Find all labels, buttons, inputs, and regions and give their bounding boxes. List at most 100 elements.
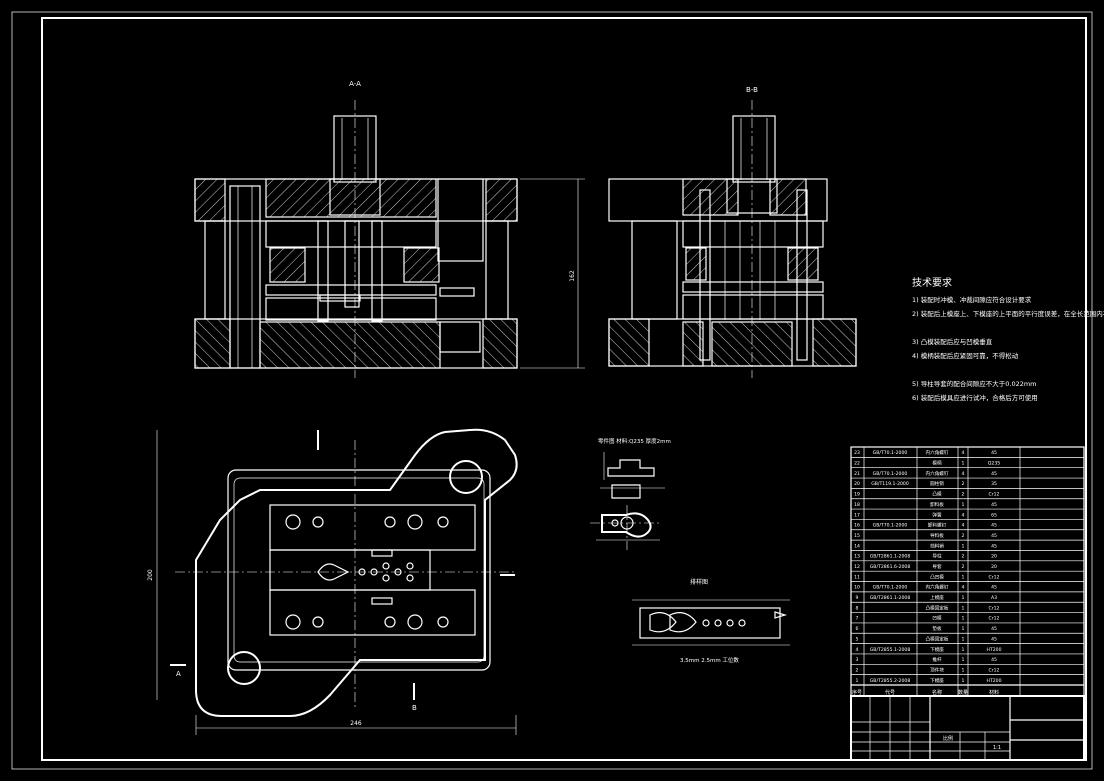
bom-cell-no: 12 — [854, 564, 860, 570]
bom-cell-mat: 45 — [991, 585, 997, 591]
dim-depth: 200 — [147, 569, 154, 581]
bom-cell-qty: 2 — [962, 481, 965, 487]
bom-cell-qty: 1 — [962, 543, 965, 549]
bom-cell-qty: 4 — [962, 450, 965, 456]
bom-cell-no: 22 — [854, 461, 860, 467]
bom-header-mat: 材料 — [989, 689, 999, 696]
bom-cell-code: GB/T70.1-2000 — [873, 585, 908, 591]
tech-req-5: 5) 导柱导套的配合间隙应不大于0.022mm — [912, 379, 1037, 388]
bom-cell-name: 下模座 — [930, 677, 944, 684]
plan-view: 200 246 — [147, 428, 518, 735]
title-block: 比例 1:1 — [850, 695, 1085, 761]
bom-cell-no: 20 — [854, 481, 860, 487]
section-a-label: A-A — [349, 80, 361, 88]
bom-cell-mat: HT200 — [986, 647, 1001, 653]
bom-header-name: 名称 — [932, 689, 942, 696]
bom-cell-name: 模柄 — [932, 460, 942, 467]
bom-cell-no: 16 — [854, 523, 860, 529]
bom-cell-no: 21 — [854, 471, 860, 477]
tech-req-3: 3) 凸模装配后应与凹模垂直 — [912, 337, 993, 346]
tech-req-4: 4) 模柄装配后应紧固可靠，不得松动 — [912, 351, 1019, 360]
bom-cell-mat: 65 — [991, 512, 997, 518]
bom-cell-code: GB/T70.1-2000 — [873, 523, 908, 529]
tech-req-1: 1) 装配时冲模、冲裁间隙应符合设计要求 — [912, 295, 1032, 304]
bom-cell-qty: 4 — [962, 585, 965, 591]
tech-requirements-title: 技术要求 — [912, 276, 952, 289]
bom-cell-mat: A3 — [991, 595, 997, 601]
bom-cell-qty: 2 — [962, 564, 965, 570]
bom-cell-qty: 1 — [962, 647, 965, 653]
tech-req-2: 2) 装配后上模座上、下模座的上平面的平行度误差，在全长范围内不大于0.05mm — [912, 309, 1104, 318]
sheet-border — [11, 11, 1093, 770]
bom-cell-no: 14 — [854, 543, 860, 549]
bom-header-code: 代号 — [885, 689, 895, 696]
bom-cell-code: GB/T2855.1-2008 — [870, 647, 911, 653]
bom-cell-mat: 45 — [991, 533, 997, 539]
bom-cell-qty: 1 — [962, 636, 965, 642]
bom-cell-name: 凹模 — [932, 615, 942, 622]
bom-cell-name: 垫板 — [932, 625, 942, 632]
bom-cell-code: GB/T70.1-2000 — [873, 471, 908, 477]
bom-cell-mat: Cr12 — [989, 667, 1000, 673]
bom-cell-mat: 45 — [991, 657, 997, 663]
bom-cell-no: 11 — [854, 574, 860, 580]
bom-cell-mat: Cr12 — [989, 492, 1000, 498]
bom-cell-qty: 4 — [962, 512, 965, 518]
bom-cell-mat: Cr12 — [989, 616, 1000, 622]
bom-cell-qty: 2 — [962, 554, 965, 560]
bom-cell-qty: 2 — [962, 492, 965, 498]
bom-cell-no: 1 — [856, 678, 859, 684]
scale-value: 1:1 — [993, 745, 1001, 751]
bom-cell-no: 3 — [856, 657, 859, 663]
bom-cell-qty: 1 — [962, 574, 965, 580]
bom-cell-name: 凸凹模 — [930, 573, 944, 580]
bom-cell-name: 下模座 — [930, 646, 944, 653]
bom-cell-name: 内六角螺钉 — [926, 584, 949, 591]
section-view-b: B-B — [608, 86, 857, 378]
bom-header-no: 序号 — [852, 689, 862, 696]
bom-cell-name: 内六角螺钉 — [926, 470, 949, 477]
strip-layout: 排样图 3.5mm 2.5mm 工位数 — [632, 578, 790, 664]
bom-cell-name: 凸模 — [932, 491, 942, 498]
bom-cell-code: GB/T2855.2-2008 — [870, 678, 911, 684]
bom-cell-qty: 1 — [962, 667, 965, 673]
bom-cell-name: 凸模固定板 — [926, 604, 949, 611]
bom-cell-no: 6 — [856, 626, 859, 632]
bom-cell-no: 4 — [856, 647, 859, 653]
bom-cell-name: 上模座 — [930, 594, 944, 601]
bom-cell-no: 23 — [854, 450, 860, 456]
view-b-marker: B — [412, 704, 417, 712]
bom-cell-mat: 45 — [991, 502, 997, 508]
bom-cell-no: 13 — [854, 554, 860, 560]
bom-cell-qty: 1 — [962, 502, 965, 508]
bom-cell-no: 2 — [856, 667, 859, 673]
bom-cell-no: 15 — [854, 533, 860, 539]
bom-cell-name: 卸料螺钉 — [928, 522, 947, 529]
bom-cell-name: 导料板 — [930, 532, 944, 539]
bom-cell-qty: 2 — [962, 533, 965, 539]
bom-cell-qty: 1 — [962, 605, 965, 611]
bom-cell-code: GB/T119.1-2000 — [871, 481, 909, 487]
bom-cell-code: GB/T2861.1-2008 — [870, 554, 911, 560]
tech-requirements: 技术要求 1) 装配时冲模、冲裁间隙应符合设计要求 2) 装配后上模座上、下模座… — [912, 276, 1104, 402]
bom-cell-mat: 45 — [991, 450, 997, 456]
bom-cell-mat: 45 — [991, 626, 997, 632]
bom-cell-qty: 1 — [962, 461, 965, 467]
bom-cell-name: 顶件块 — [930, 666, 944, 673]
bom-cell-no: 19 — [854, 492, 860, 498]
section-b-label: B-B — [746, 86, 758, 94]
view-a-marker: A — [176, 670, 181, 678]
bom-cell-mat: Cr12 — [989, 574, 1000, 580]
bom-cell-no: 17 — [854, 512, 860, 518]
bom-cell-qty: 4 — [962, 471, 965, 477]
part-drawing-caption: 零件图 材料:Q235 厚度2mm — [598, 437, 671, 445]
bom-cell-mat: 45 — [991, 471, 997, 477]
dim-width: 246 — [350, 720, 362, 727]
bom-cell-mat: Q235 — [988, 461, 1000, 467]
scale-label: 比例 — [943, 735, 953, 742]
bom-cell-name: 导柱 — [932, 553, 942, 560]
bom-cell-no: 18 — [854, 502, 860, 508]
